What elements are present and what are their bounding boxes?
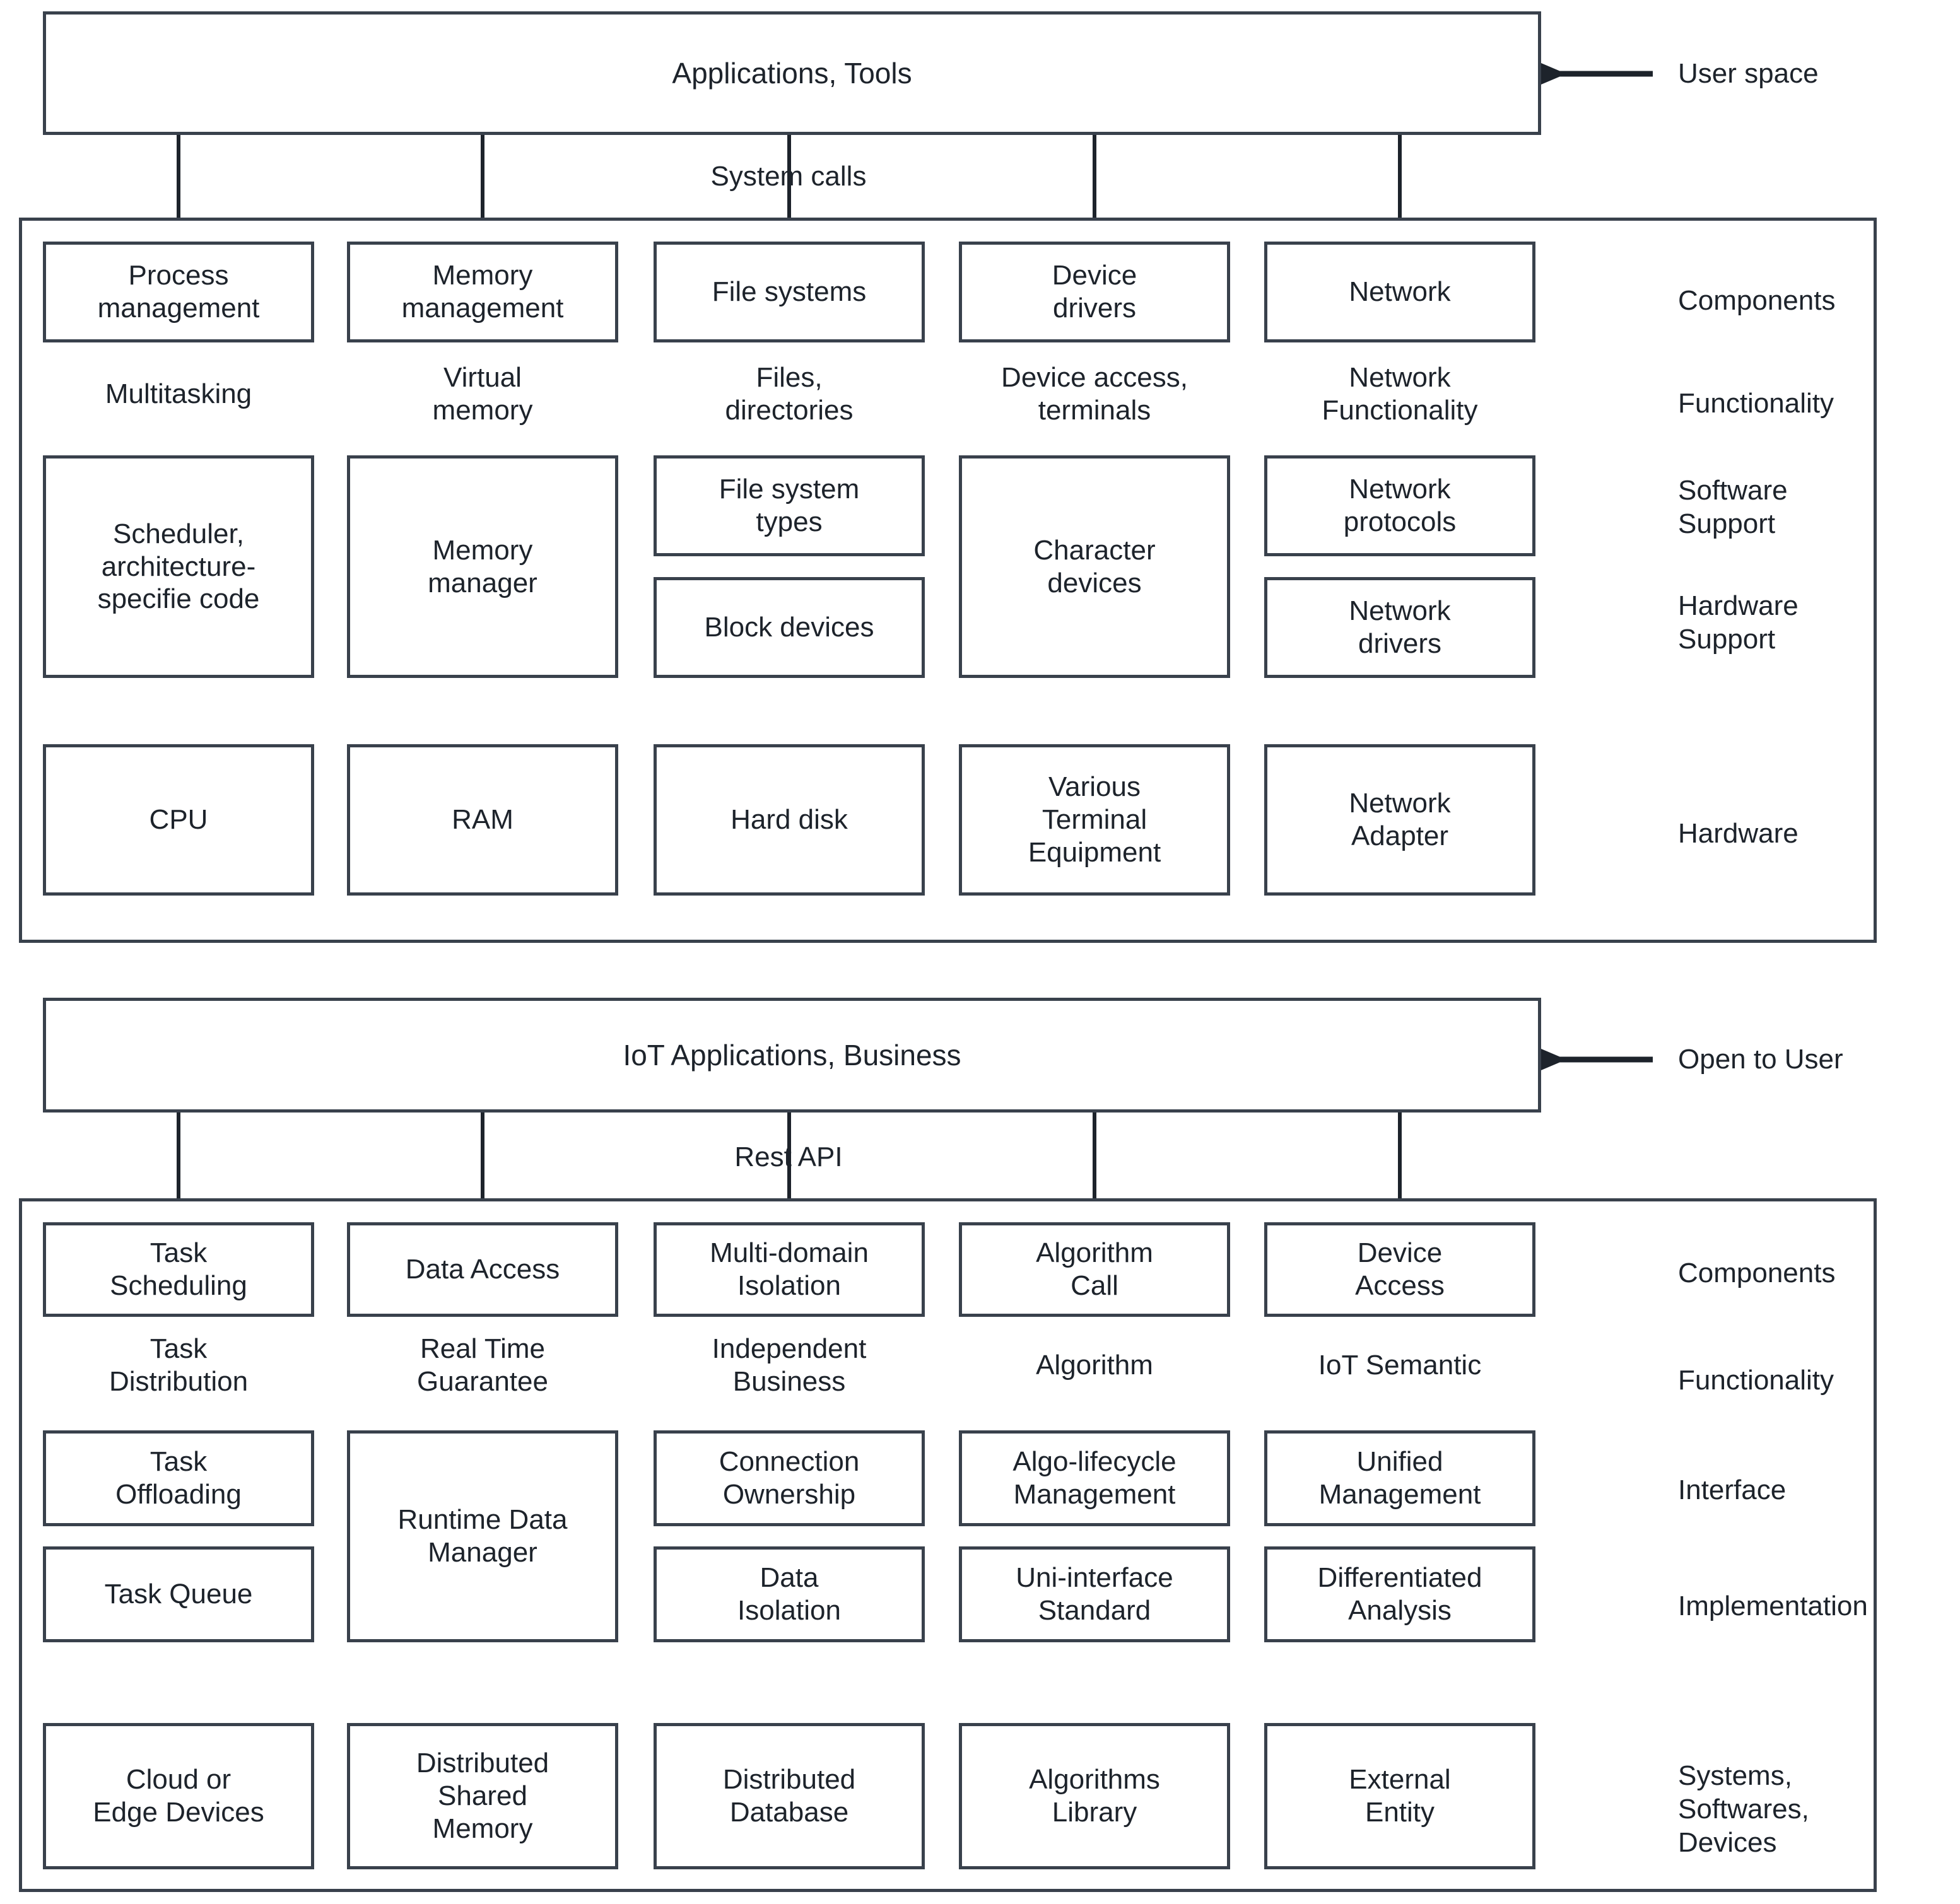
iot-functionality-label: Algorithm [1036,1350,1153,1381]
support-box[interactable]: Scheduler,architecture-specifie code [43,455,314,678]
functionality-row-label: Functionality [1678,387,1834,419]
hardware-box[interactable]: RAM [347,744,618,896]
iot-applications-box-label: IoT Applications, Business [623,1039,961,1072]
kernel-container [19,218,1877,943]
functionality-label: Multitasking [105,378,252,410]
iot-platform-container [19,1198,1877,1892]
hardware-box[interactable]: Hard disk [654,744,925,896]
iot-component-box[interactable]: Data Access [347,1222,618,1317]
user-space-box: Applications, Tools [43,11,1541,135]
component-box[interactable]: Network [1264,242,1535,342]
open-to-user-side-label: Open to User [1678,1043,1843,1075]
user-space-box-label: Applications, Tools [672,57,912,90]
functionality-label: Files,directories [725,362,854,426]
functionality-label: Device access,terminals [1001,362,1188,426]
iot-components-row-label: Components [1678,1257,1836,1288]
hardware-box[interactable]: CPU [43,744,314,896]
iot-systems-row-label: Systems,Softwares,Devices [1678,1760,1809,1858]
iot-interface-row-label: Interface [1678,1474,1787,1505]
iot-implementation-row-label: Implementation [1678,1590,1868,1621]
system-calls-label: System calls [710,161,867,192]
support-box[interactable]: Block devices [654,577,925,678]
iot-functionality-label: IoT Semantic [1318,1350,1482,1381]
user-space-side-label: User space [1678,57,1819,89]
rest-api-label: Rest API [734,1142,843,1173]
iot-applications-box: IoT Applications, Business [43,998,1541,1113]
iot-functionality-row-label: Functionality [1678,1364,1834,1396]
iot-implementation-box[interactable]: Task Queue [43,1546,314,1642]
components-row-label: Components [1678,284,1836,316]
component-box[interactable]: File systems [654,242,925,342]
hardware-row-label: Hardware [1678,817,1799,849]
